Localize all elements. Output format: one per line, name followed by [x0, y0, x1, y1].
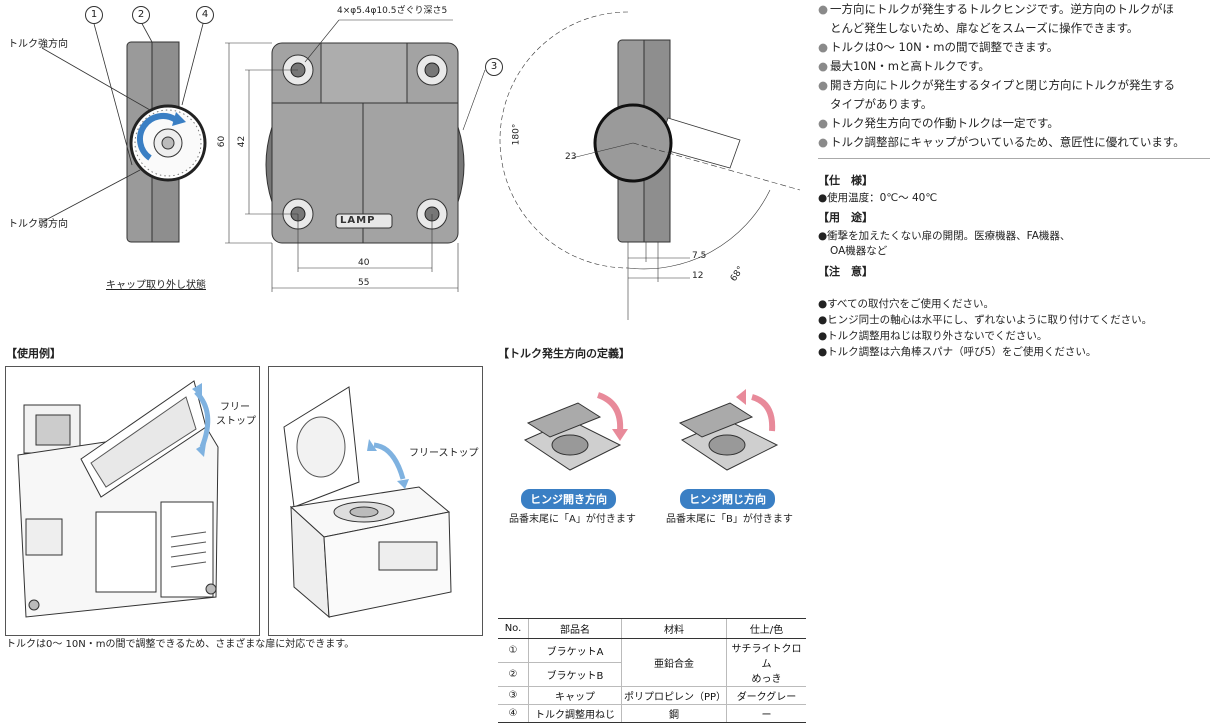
- callout-4: 4: [196, 6, 214, 24]
- finish-satin-chrome: サチライトクロム: [731, 644, 802, 670]
- centrifuge-illustration: [283, 386, 452, 619]
- torque-def-title: 【トルク発生方向の定義】: [498, 347, 630, 360]
- hinge-close-direction-note: 品番末尾に「B」が付きます: [666, 514, 793, 525]
- usage-caption: トルクは0～ 10N・mの間で調整できるため、さまざまな扉に対応できます。: [6, 639, 355, 650]
- usage-example-centrifuge: フリーストップ: [268, 366, 483, 636]
- cell-no: ②: [498, 662, 529, 687]
- rotation-view-drawing: 180° 23 7.5 12 68°: [499, 0, 801, 330]
- use-line-2: OA機器など: [830, 245, 888, 257]
- cell-finish-chrome: サチライトクロム めっき: [726, 638, 806, 687]
- free-stop-label-1b: ストップ: [216, 416, 256, 427]
- header-no: No.: [498, 618, 529, 639]
- dim-180-deg: 180°: [511, 123, 522, 146]
- caution-1: ●すべての取付穴をご使用ください。: [818, 298, 995, 310]
- callout-3: 3: [485, 58, 503, 76]
- front-view-svg: [225, 19, 486, 292]
- caution-2: ●ヒンジ同士の軸心は水平にし、ずれないように取り付けてください。: [818, 314, 1153, 326]
- feature-4-cont: タイプがあります。: [830, 97, 933, 111]
- front-view-drawing: 4×φ5.4φ10.5ざぐり深さ5 60 42 40 55 LAMP 3: [215, 0, 515, 300]
- table-row: ④ トルク調整用ねじ 鋼 ー: [498, 704, 806, 723]
- rotation-view-svg: [499, 11, 801, 320]
- header-material: 材料: [621, 618, 727, 639]
- spec-temp: ●使用温度：0℃～ 40℃: [818, 192, 938, 204]
- header-finish: 仕上/色: [726, 618, 806, 639]
- free-stop-label-2: フリーストップ: [409, 448, 479, 459]
- side-view-svg: [41, 19, 207, 243]
- hole-spec-label: 4×φ5.4φ10.5ざぐり深さ5: [337, 6, 448, 16]
- cell-material-zinc: 亜鉛合金: [621, 638, 727, 687]
- label-torque-weak: トルク弱方向: [8, 219, 68, 230]
- feature-2: ●トルクは0～ 10N・mの間で調整できます。: [818, 40, 1059, 54]
- feature-1-cont: とんど発生しないため、扉などをスムーズに操作できます。: [830, 21, 1139, 35]
- parts-table: No. 部品名 材料 仕上/色 ① ブラケットA 亜鉛合金 サチライトクロム め…: [498, 618, 806, 723]
- cell-name: ブラケットB: [528, 662, 622, 687]
- cell-finish: ー: [726, 704, 806, 723]
- features-divider: [818, 158, 1210, 159]
- hinge-open-direction-note: 品番末尾に「A」が付きます: [509, 514, 636, 525]
- label-torque-strong: トルク強方向: [8, 39, 68, 50]
- feature-6: ●トルク調整部にキャップがついているため、意匠性に優れています。: [818, 135, 1185, 149]
- caution-3: ●トルク調整用ねじは取り外さないでください。: [818, 330, 1048, 342]
- use-title: 【用 途】: [818, 211, 873, 224]
- feature-4: ●開き方向にトルクが発生するタイプと閉じ方向にトルクが発生する: [818, 78, 1176, 92]
- finish-plating: めっき: [751, 674, 782, 685]
- cabinet-illustration: [17, 380, 219, 618]
- hinge-open-direction-badge: ヒンジ開き方向: [521, 489, 616, 509]
- feature-5: ●トルク発生方向での作動トルクは一定です。: [818, 116, 1059, 130]
- caution-4: ●トルク調整は六角棒スパナ（呼び5）をご使用ください。: [818, 346, 1097, 358]
- table-row: ② ブラケットB: [498, 662, 806, 687]
- hinge-close-direction-badge: ヒンジ閉じ方向: [680, 489, 775, 509]
- dim-7-5: 7.5: [692, 251, 707, 261]
- cell-name: ブラケットA: [528, 638, 622, 663]
- parts-table-header: No. 部品名 材料 仕上/色: [498, 618, 806, 639]
- spec-title: 【仕 様】: [818, 174, 873, 187]
- caution-title: 【注 意】: [818, 265, 873, 278]
- cell-no: ④: [498, 704, 529, 723]
- dim-60: 60: [217, 135, 228, 148]
- dim-12: 12: [692, 271, 704, 281]
- usage-title: 【使用例】: [6, 347, 61, 360]
- label-cap-removed: キャップ取り外し状態: [106, 280, 206, 291]
- feature-1: ●一方向にトルクが発生するトルクヒンジです。逆方向のトルクがほ: [818, 2, 1174, 16]
- usage-example-cabinet: フリー ストップ: [5, 366, 260, 636]
- table-row: ③ キャップ ポリプロピレン（PP） ダークグレー: [498, 686, 806, 705]
- dim-23: 23: [565, 152, 577, 162]
- side-view-drawing: 1 2 4 トルク強方向 トルク弱方向 キャップ取り外し状態: [0, 0, 240, 300]
- dim-42: 42: [237, 135, 248, 148]
- table-row: ① ブラケットA 亜鉛合金 サチライトクロム めっき: [498, 638, 806, 687]
- lamp-logo: LAMP: [340, 215, 376, 226]
- callout-2: 2: [132, 6, 150, 24]
- feature-3: ●最大10N・mと高トルクです。: [818, 59, 990, 73]
- dim-40: 40: [358, 258, 370, 268]
- torque-direction-illustration: [523, 389, 779, 471]
- cell-material: 鋼: [621, 704, 727, 723]
- dim-55: 55: [358, 278, 370, 288]
- cell-no: ①: [498, 638, 529, 663]
- free-stop-label-1a: フリー: [220, 402, 250, 413]
- cell-name: トルク調整用ねじ: [528, 704, 622, 723]
- callout-1: 1: [85, 6, 103, 24]
- header-part-name: 部品名: [528, 618, 622, 639]
- use-line-1: ●衝撃を加えたくない扉の開閉。医療機器、FA機器、: [818, 230, 1071, 242]
